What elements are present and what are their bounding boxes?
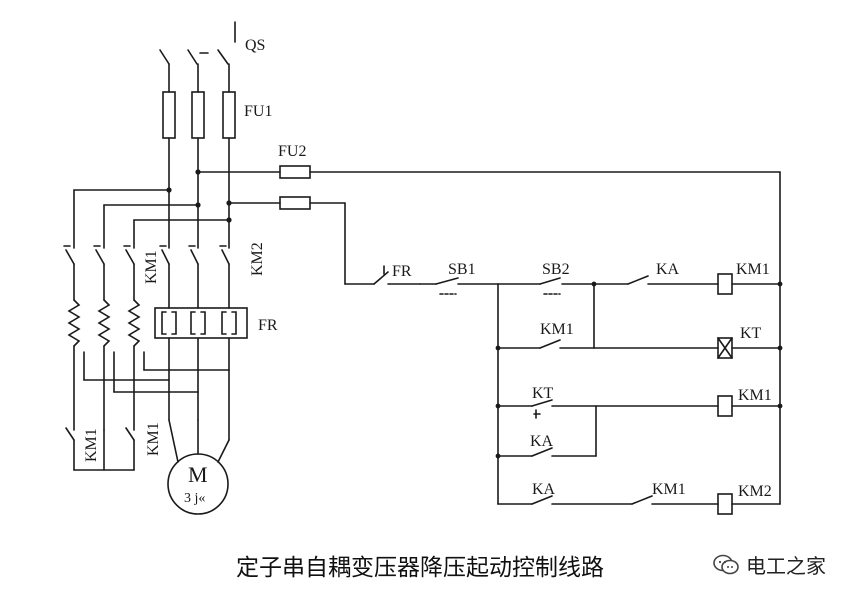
- qs-switch: [159, 21, 236, 93]
- qs-label: QS: [245, 37, 265, 54]
- km1-star-label-a: KM1: [83, 428, 100, 462]
- km1-coil2-label: KM1: [738, 387, 772, 404]
- motor-letter: M: [188, 462, 208, 487]
- motor: [167, 419, 230, 515]
- fu2-label: FU2: [278, 143, 306, 160]
- watermark: 电工之家: [712, 550, 826, 579]
- km1-coil1-label: KM1: [736, 261, 770, 278]
- ka-row4-label: KA: [532, 481, 556, 498]
- fu1-fuses: [162, 91, 236, 249]
- km2-main-label: KM2: [249, 242, 266, 276]
- wechat-icon: [713, 554, 739, 574]
- kt-coil-label: KT: [740, 325, 762, 342]
- fr-thermal-relay: [154, 307, 248, 441]
- autotransformer-windings: [67, 299, 230, 431]
- kt-contact-label: KT: [532, 385, 554, 402]
- ka-row1-label: KA: [656, 261, 680, 278]
- km1-row4-label: KM1: [652, 481, 686, 498]
- km1-hold-label: KM1: [540, 321, 574, 338]
- fr-relay-label: FR: [258, 317, 278, 334]
- ka-row3-label: KA: [530, 433, 554, 450]
- km1-km2-main-contacts: [63, 245, 230, 309]
- power-bus: [73, 165, 781, 285]
- km2-coil-label: KM2: [738, 483, 772, 500]
- km1-star-label-b: KM1: [145, 422, 162, 456]
- km1-star-contacts: [65, 427, 135, 471]
- km1-main-label: KM1: [143, 250, 160, 284]
- motor-subtext: 3 j«: [184, 491, 205, 506]
- fu1-label: FU1: [244, 103, 272, 120]
- sb2-label: SB2: [542, 261, 570, 278]
- diagram-caption: 定子串自耦变压器降压起动控制线路: [236, 555, 604, 581]
- control-circuit: [373, 171, 781, 515]
- sb1-label: SB1: [448, 261, 476, 278]
- watermark-text: 电工之家: [746, 554, 826, 578]
- fr-contact-label: FR: [392, 263, 412, 280]
